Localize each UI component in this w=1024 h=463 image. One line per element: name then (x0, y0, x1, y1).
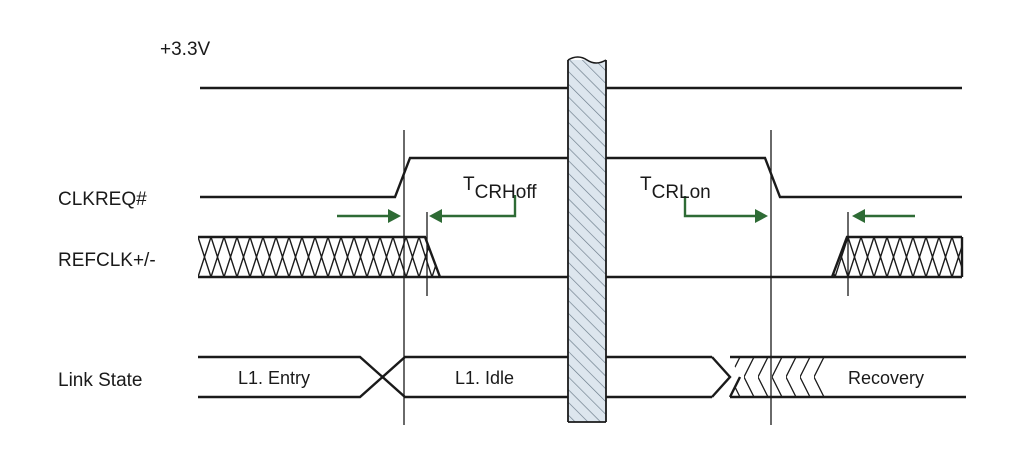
state-l1-entry: L1. Entry (238, 368, 310, 388)
refclk-label: REFCLK+/- (58, 250, 156, 271)
clkreq-label: CLKREQ# (58, 189, 147, 210)
tcrhoff-label: TCRHoff (463, 174, 537, 203)
clkreq-deassert-arrow (337, 209, 401, 223)
time-break-bar (567, 56, 607, 423)
power-label: +3.3V (160, 39, 211, 60)
refclk-resume-arrow (852, 209, 915, 223)
state-l1-idle: L1. Idle (455, 368, 514, 388)
refclk-active-left (198, 235, 570, 279)
timing-markers (403, 130, 849, 425)
link-state-label: Link State (58, 370, 143, 391)
state-recovery: Recovery (848, 368, 924, 388)
tcrlon-label: TCRLon (640, 174, 711, 203)
link-state-bus (198, 355, 966, 399)
refclk-active-right (605, 235, 964, 279)
tcrhoff-arrow (429, 195, 517, 223)
tcrlon-arrow (683, 196, 768, 223)
clkreq-waveform (200, 156, 962, 199)
